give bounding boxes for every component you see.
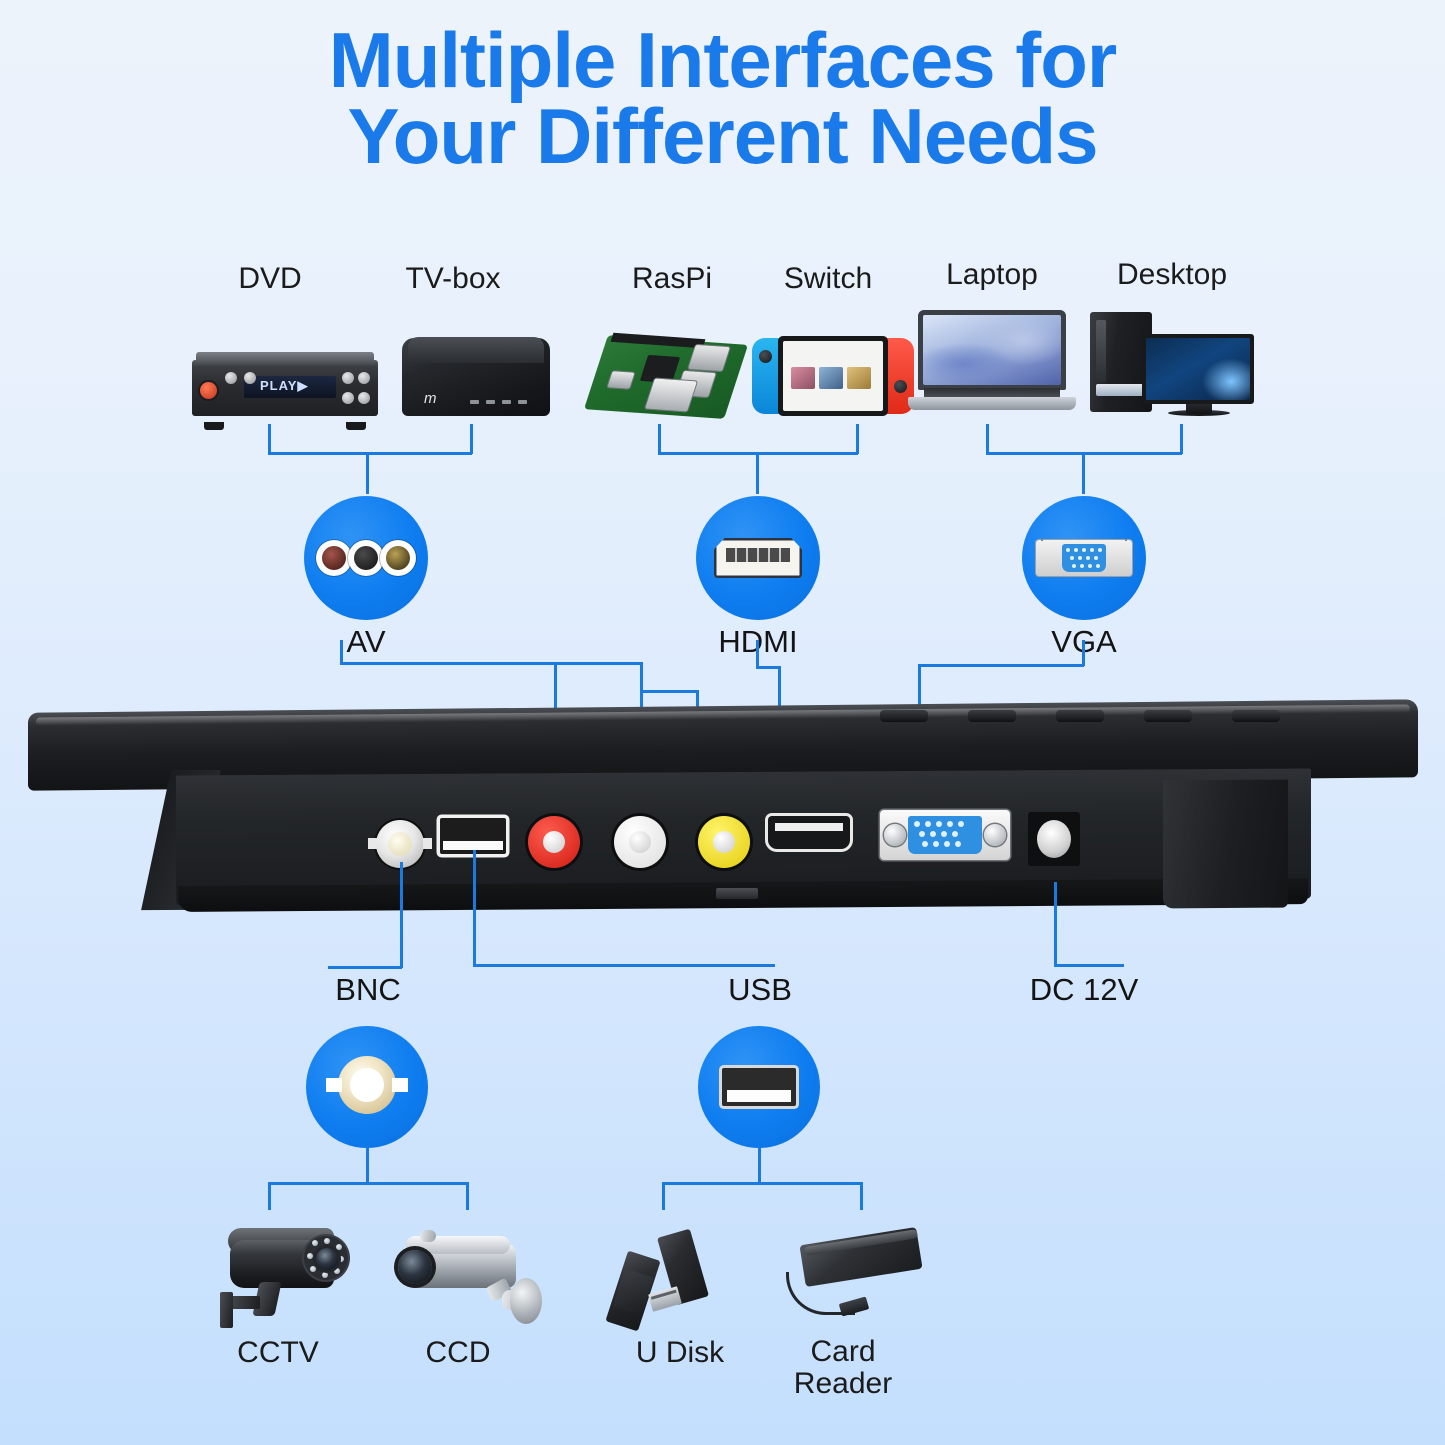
port-label-bnc: BNC [335, 972, 401, 1007]
connector-line [918, 664, 1084, 667]
bracket-line [986, 424, 989, 454]
connector-line [1054, 882, 1057, 966]
port-usb-a[interactable] [440, 818, 506, 854]
vga-port-badge[interactable] [1022, 496, 1146, 620]
device-label-ccd: CCD [425, 1336, 491, 1369]
tv-box-icon: m [402, 334, 550, 420]
title-line-1: Multiple Interfaces for [328, 16, 1117, 104]
bracket-line [470, 424, 473, 454]
port-rca-red[interactable] [528, 816, 580, 868]
card-reader-icon [772, 1227, 923, 1332]
connector-line [756, 640, 759, 668]
connector-line [400, 862, 403, 968]
device-label-dvd: DVD [238, 262, 302, 295]
connector-line [756, 666, 780, 669]
page-title: Multiple Interfaces for Your Different N… [0, 21, 1445, 181]
raspberry-pi-icon [583, 328, 749, 424]
bracket-line [758, 1146, 761, 1184]
nintendo-switch-icon [752, 330, 914, 418]
port-label-av: AV [346, 624, 386, 659]
port-label-dc-12v: DC 12V [1029, 972, 1139, 1007]
ccd-camera-icon [392, 1222, 542, 1330]
port-rca-white[interactable] [614, 816, 666, 868]
usb-flash-drive-icon [605, 1228, 748, 1332]
connector-line [640, 690, 698, 693]
bracket-line [1082, 452, 1085, 494]
connector-line [328, 966, 402, 969]
port-label-usb: USB [728, 972, 792, 1007]
card-reader-label-line-2: Reader [793, 1367, 893, 1401]
bracket-line [662, 1182, 862, 1185]
port-vga[interactable] [880, 810, 1010, 860]
device-label-switch: Switch [783, 262, 873, 295]
connector-line [340, 640, 343, 664]
device-label-desktop: Desktop [1116, 258, 1228, 291]
cctv-camera-icon [208, 1222, 348, 1330]
usb-port-badge[interactable] [698, 1026, 820, 1148]
bracket-line [268, 1182, 271, 1210]
bracket-line [268, 424, 271, 454]
desktop-computer-icon [1090, 308, 1260, 418]
bracket-line [366, 452, 369, 494]
bracket-line [466, 1182, 469, 1210]
device-label-raspi: RasPi [631, 262, 713, 295]
bracket-line [268, 1182, 468, 1185]
bracket-line [268, 452, 472, 455]
port-hdmi[interactable] [768, 816, 850, 849]
port-dc-power-jack[interactable] [1028, 812, 1080, 866]
av-port-badge[interactable] [304, 496, 428, 620]
device-label-tv-box: TV-box [405, 262, 501, 295]
bracket-line [756, 452, 759, 494]
connector-line [1054, 964, 1124, 967]
bracket-line [860, 1182, 863, 1210]
connector-line [473, 850, 476, 966]
bracket-line [366, 1146, 369, 1184]
bracket-line [662, 1182, 665, 1210]
port-bnc-connector[interactable] [368, 820, 432, 868]
title-line-2: Your Different Needs [347, 92, 1098, 181]
connector-line [1082, 640, 1085, 666]
device-label-cctv: CCTV [237, 1336, 319, 1369]
card-reader-label-line-1: Card [810, 1335, 876, 1368]
bracket-line [856, 424, 859, 454]
device-label-u-disk: U Disk [635, 1336, 725, 1369]
port-rca-yellow[interactable] [698, 816, 750, 868]
bracket-line [1180, 424, 1183, 454]
portable-monitor-rear-ports [28, 699, 1418, 926]
dvd-player-icon: PLAY▶ [192, 342, 378, 430]
hdmi-port-badge[interactable] [696, 496, 820, 620]
connector-line [340, 662, 642, 665]
device-label-laptop: Laptop [946, 258, 1038, 291]
bnc-port-badge[interactable] [306, 1026, 428, 1148]
device-label-card-reader: Card Reader [770, 1335, 916, 1401]
connector-line [473, 964, 775, 967]
laptop-icon [908, 310, 1076, 414]
bracket-line [658, 424, 661, 454]
